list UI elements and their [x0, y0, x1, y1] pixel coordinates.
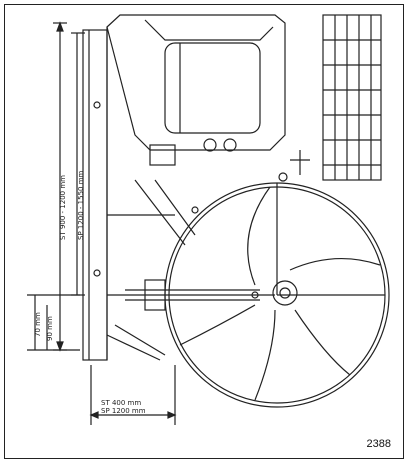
- thruster-drawing: ST 900 - 1200 mm SP 1200 - 1550 mm 70 mm…: [27, 14, 390, 425]
- overall-height-sp-label: SP 1200 - 1550 mm: [77, 170, 85, 240]
- motor-housing: [106, 14, 286, 360]
- drive-shaft: [106, 179, 275, 361]
- shaft-clearance-1-label: 70 mm: [34, 312, 42, 337]
- base-width-st-label: ST 400 mm: [101, 399, 141, 407]
- overall-height-std-label: ST 900 - 1200 mm: [59, 175, 67, 240]
- shaft-clearance-2-label: 90 mm: [46, 316, 54, 341]
- connector: [278, 150, 310, 182]
- base-width-sp-label: SP 1200 mm: [101, 407, 146, 415]
- diagram-frame: ST 900 - 1200 mm SP 1200 - 1550 mm 70 mm…: [4, 4, 404, 459]
- vertical-dimension-lines: [27, 21, 85, 352]
- propeller: [164, 182, 390, 408]
- figure-number: 2388: [366, 438, 391, 450]
- horizontal-dimension-lines: [89, 365, 177, 425]
- cooling-grille: [322, 14, 382, 181]
- hull-plate: [82, 29, 108, 361]
